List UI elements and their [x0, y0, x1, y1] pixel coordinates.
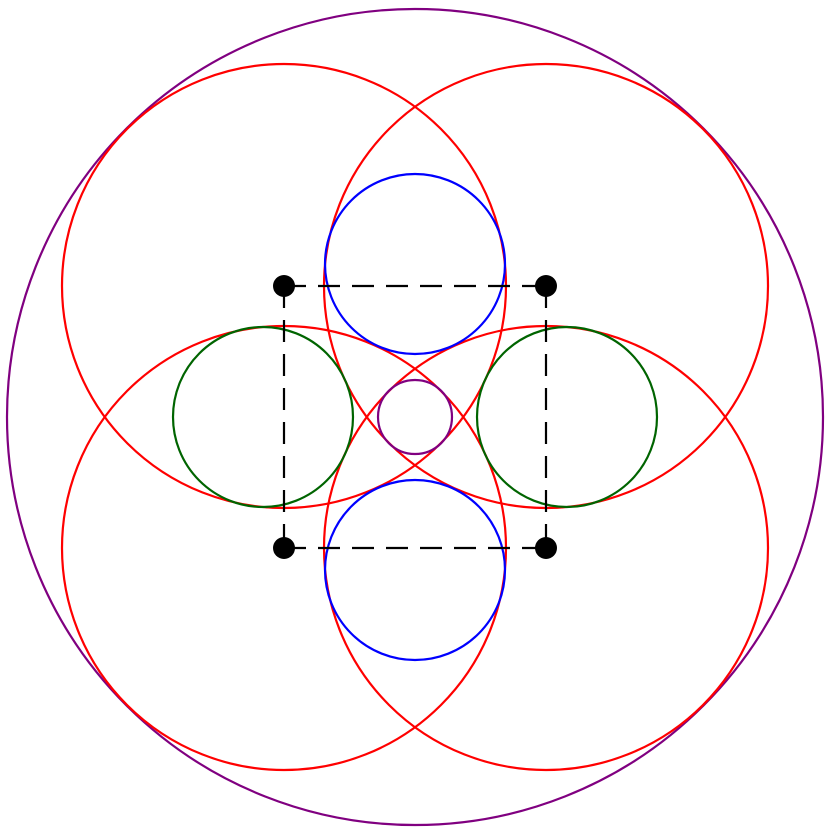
corner-point-top-left	[273, 275, 295, 297]
corner-point-bottom-left	[273, 537, 295, 559]
green-circle-right	[475, 325, 659, 509]
dashed-square	[282, 284, 548, 550]
corner-point-bottom-right	[535, 537, 557, 559]
inner-circle	[376, 378, 454, 456]
green-circle-left	[171, 325, 355, 509]
outer-circle	[5, 7, 825, 827]
corner-point-top-right	[535, 275, 557, 297]
blue-circle-top	[323, 172, 507, 356]
blue-circle-bottom	[323, 478, 507, 662]
